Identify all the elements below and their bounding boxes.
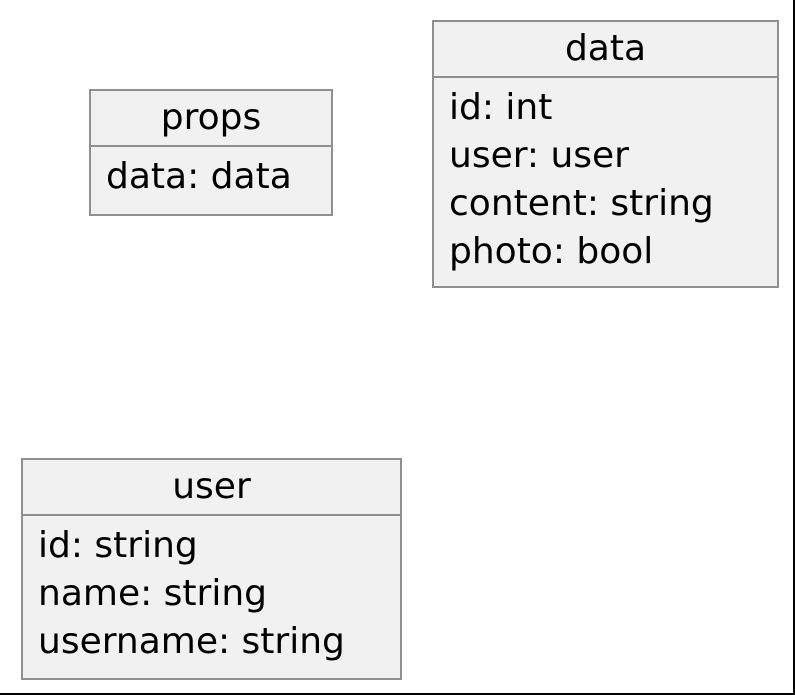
class-data-attribute: photo: bool [449, 231, 654, 272]
class-props-attribute: data: data [106, 156, 292, 197]
class-user: user id: string name: string username: s… [21, 458, 402, 680]
class-props-attributes: data: data [91, 147, 331, 205]
class-user-attributes: id: string name: string username: string [23, 516, 400, 670]
class-user-attribute: name: string [38, 573, 268, 614]
class-data-attribute: id: int [449, 87, 553, 128]
class-data-attributes: id: int user: user content: string photo… [434, 78, 777, 280]
class-data: data id: int user: user content: string … [432, 20, 779, 288]
class-user-attribute: id: string [38, 525, 198, 566]
class-data-attribute: user: user [449, 135, 629, 176]
class-user-attribute: username: string [38, 621, 345, 662]
class-data-title: data [434, 22, 777, 78]
class-props: props data: data [89, 89, 333, 216]
class-props-title: props [91, 91, 331, 147]
class-data-attribute: content: string [449, 183, 714, 224]
class-user-title: user [23, 460, 400, 516]
